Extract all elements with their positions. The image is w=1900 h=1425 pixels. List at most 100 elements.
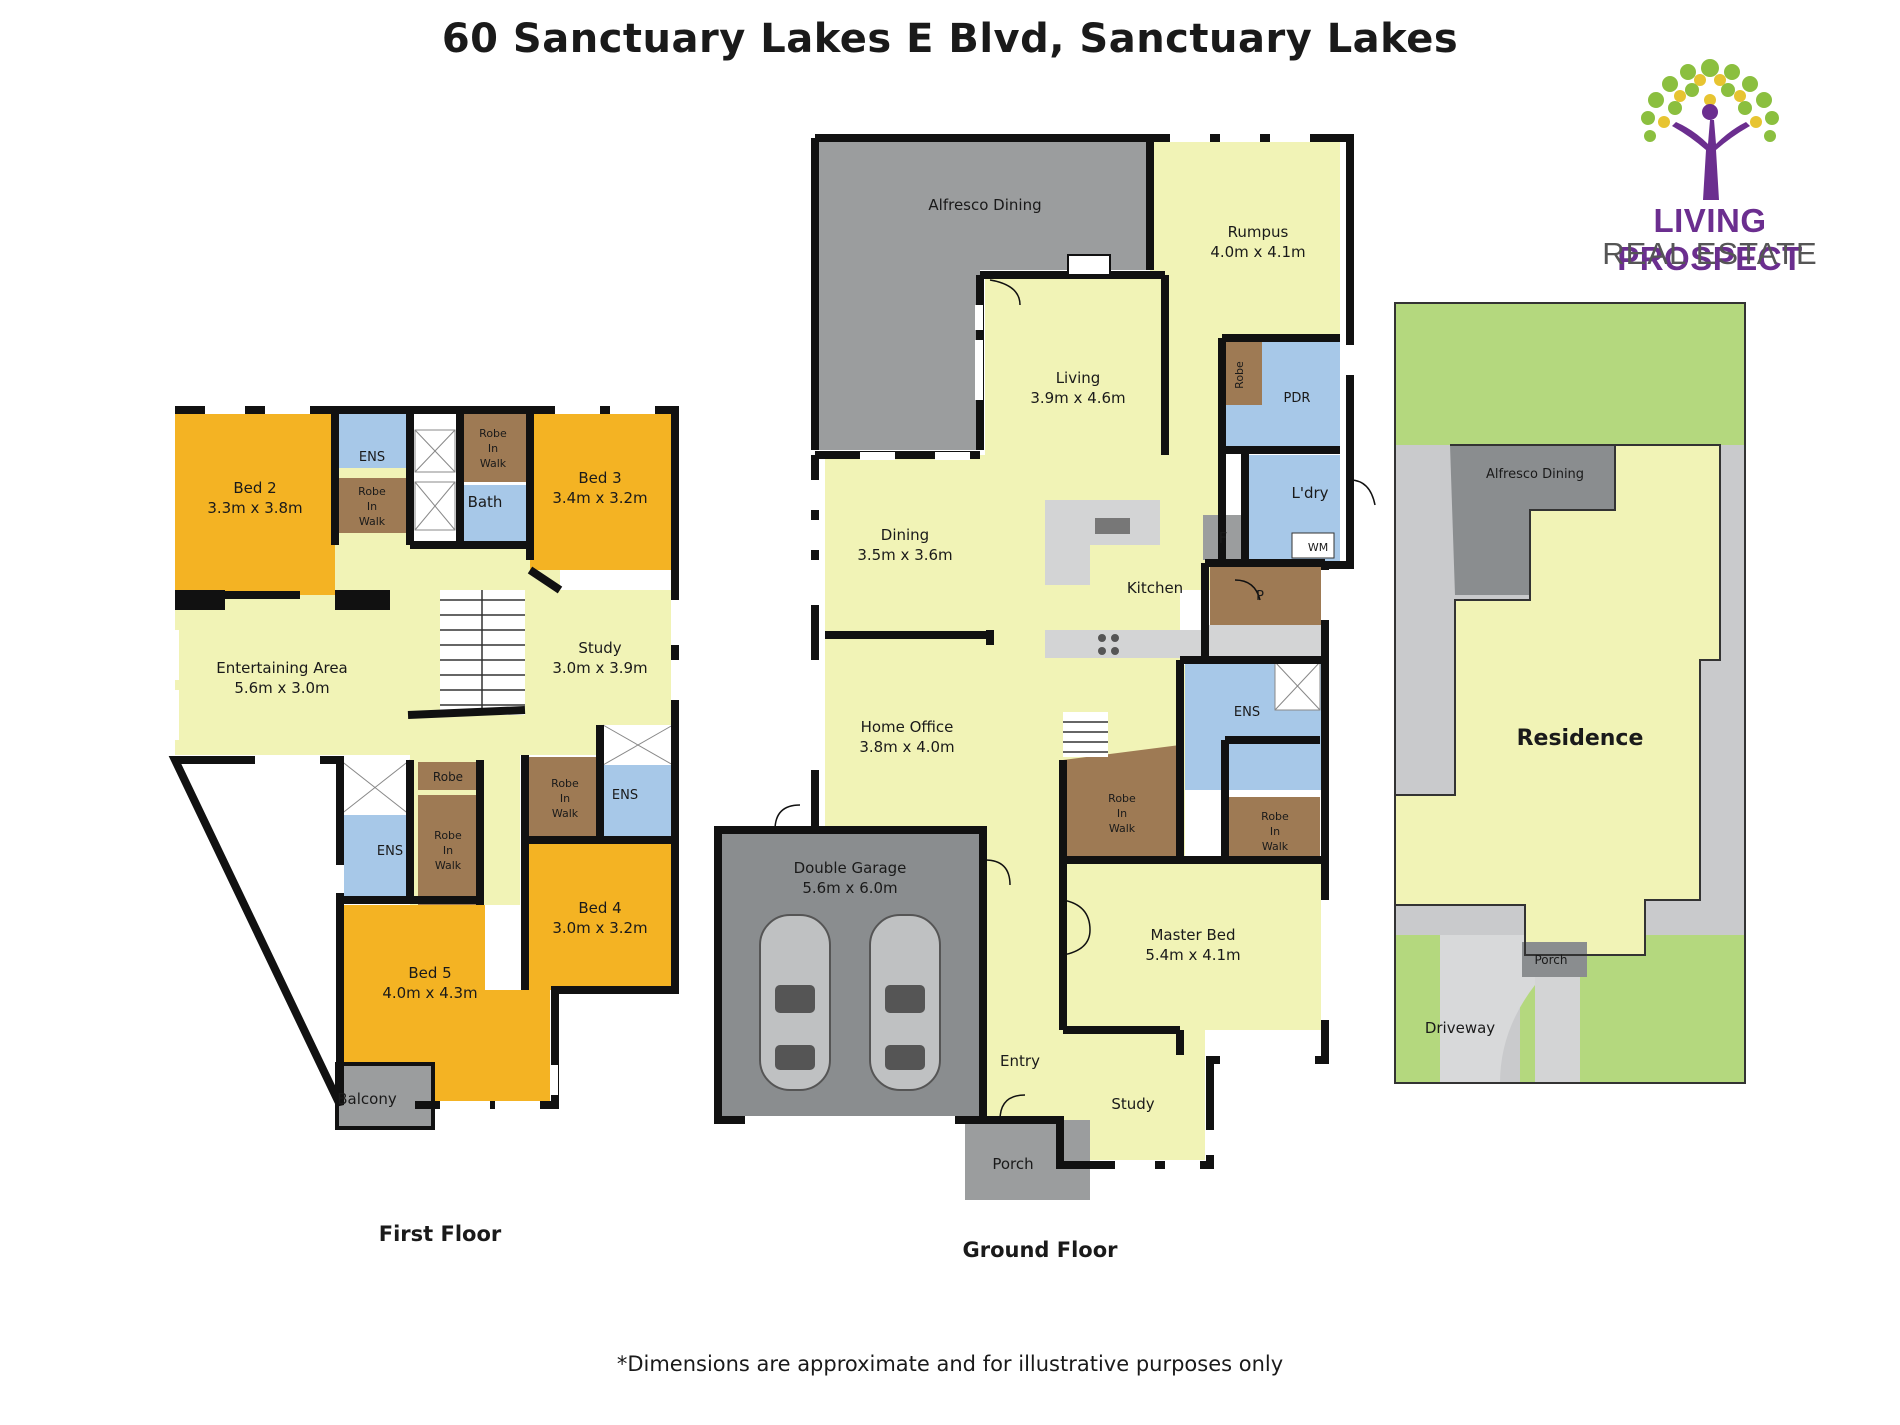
- label-site-driveway: Driveway: [1425, 1019, 1495, 1037]
- label-study-ff-name: Study: [578, 639, 621, 657]
- room-ens-a: [335, 410, 410, 468]
- room-robe-b: [335, 478, 410, 533]
- tree-icon: [1641, 59, 1779, 200]
- label-master-name: Master Bed: [1150, 926, 1235, 944]
- label-bed4-dims: 3.0m x 3.2m: [552, 919, 647, 937]
- label-robe-a-3: Walk: [480, 457, 507, 470]
- label-entry: Entry: [1000, 1052, 1040, 1070]
- room-robe-gf: [1225, 340, 1262, 405]
- room-bed5: [340, 905, 550, 1105]
- room-rumpus: [1150, 140, 1340, 340]
- label-site-residence: Residence: [1517, 726, 1644, 751]
- label-robe-gf-b-3: Walk: [1262, 840, 1289, 853]
- label-dining-name: Dining: [881, 526, 929, 544]
- room-entry: [985, 860, 1060, 1120]
- room-robe-e: [527, 757, 602, 837]
- label-alfresco-gf: Alfresco Dining: [928, 196, 1041, 214]
- label-bath: Bath: [468, 493, 503, 511]
- label-bed3-name: Bed 3: [578, 469, 621, 487]
- label-ens-b: ENS: [377, 844, 403, 859]
- label-ens-a: ENS: [359, 450, 385, 465]
- label-bed3-dims: 3.4m x 3.2m: [552, 489, 647, 507]
- label-robe-gf-a-2: In: [1117, 807, 1127, 820]
- label-dining-dims: 3.5m x 3.6m: [857, 546, 952, 564]
- label-bed5-dims: 4.0m x 4.3m: [382, 984, 477, 1002]
- label-study-gf: Study: [1111, 1095, 1154, 1113]
- label-robe-b-3: Walk: [359, 515, 386, 528]
- label-entertaining-dims: 5.6m x 3.0m: [234, 679, 329, 697]
- label-master-dims: 5.4m x 4.1m: [1145, 946, 1240, 964]
- label-porch-gf: Porch: [992, 1155, 1033, 1173]
- label-pantry: P: [1256, 589, 1264, 604]
- label-robe-e-3: Walk: [552, 807, 579, 820]
- label-home-office-name: Home Office: [861, 718, 954, 736]
- label-laundry: L'dry: [1291, 484, 1328, 502]
- label-site-alfresco: Alfresco Dining: [1486, 467, 1584, 482]
- label-robe-b-1: Robe: [358, 485, 386, 498]
- room-robe-gf-a: [1063, 745, 1180, 860]
- page-title: 60 Sanctuary Lakes E Blvd, Sanctuary Lak…: [441, 16, 1459, 62]
- label-garage-dims: 5.6m x 6.0m: [802, 879, 897, 897]
- label-fridge: F: [1219, 529, 1228, 547]
- site-plan: [1394, 302, 1746, 1084]
- label-rumpus-dims: 4.0m x 4.1m: [1210, 243, 1305, 261]
- label-robe-gf-a-3: Walk: [1109, 822, 1136, 835]
- logo-line-2: REAL ESTATE: [1602, 236, 1818, 271]
- label-robe-gf-a-1: Robe: [1108, 792, 1136, 805]
- room-alfresco: [815, 138, 1150, 450]
- site-porch: [1522, 942, 1587, 977]
- label-robe-b-2: In: [367, 500, 377, 513]
- label-kitchen: Kitchen: [1127, 579, 1183, 597]
- label-pdr: PDR: [1284, 391, 1311, 406]
- label-entertaining-name: Entertaining Area: [216, 659, 348, 677]
- label-living-name: Living: [1056, 369, 1101, 387]
- label-robe-c: Robe: [433, 770, 463, 784]
- label-robe-d-2: In: [443, 844, 453, 857]
- label-bed4-name: Bed 4: [578, 899, 621, 917]
- label-bed5-name: Bed 5: [408, 964, 451, 982]
- label-living-dims: 3.9m x 4.6m: [1030, 389, 1125, 407]
- site-residence: [1395, 445, 1720, 955]
- kitchen-bench: [1045, 630, 1205, 658]
- label-wm: WM: [1308, 541, 1328, 554]
- agency-logo: LIVING PROSPECT REAL ESTATE: [1560, 50, 1860, 280]
- label-bed2-name: Bed 2: [233, 479, 276, 497]
- ground-floor-caption: Ground Floor: [962, 1238, 1118, 1262]
- room-balcony: [335, 1065, 435, 1130]
- label-ens-c: ENS: [612, 788, 638, 803]
- label-robe-gf-b-1: Robe: [1261, 810, 1289, 823]
- label-robe-e-1: Robe: [551, 777, 579, 790]
- label-study-ff-dims: 3.0m x 3.9m: [552, 659, 647, 677]
- room-ens-b: [340, 815, 410, 900]
- label-site-porch: Porch: [1534, 953, 1567, 967]
- room-pantry: [1210, 565, 1322, 625]
- first-floor-caption: First Floor: [378, 1222, 502, 1246]
- label-robe-gf: Robe: [1233, 361, 1246, 389]
- room-bed2: [175, 410, 335, 595]
- label-robe-gf-b-2: In: [1270, 825, 1280, 838]
- room-robe-d: [418, 795, 478, 905]
- disclaimer: *Dimensions are approximate and for illu…: [616, 1352, 1284, 1376]
- room-porch: [965, 1120, 1090, 1200]
- first-floor-plan: [168, 406, 679, 1130]
- room-robe-a: [462, 412, 527, 482]
- room-bed3: [530, 410, 675, 570]
- label-robe-a-1: Robe: [479, 427, 507, 440]
- label-ens-gf: ENS: [1234, 705, 1260, 720]
- label-home-office-dims: 3.8m x 4.0m: [859, 738, 954, 756]
- label-rumpus-name: Rumpus: [1228, 223, 1289, 241]
- logo-line-1: LIVING PROSPECT: [1617, 202, 1803, 277]
- room-ens-c: [603, 765, 675, 840]
- room-bed4: [527, 840, 675, 990]
- label-balcony: Balcony: [337, 1090, 397, 1108]
- label-bed2-dims: 3.3m x 3.8m: [207, 499, 302, 517]
- label-robe-d-1: Robe: [434, 829, 462, 842]
- room-bath: [460, 485, 530, 545]
- label-robe-a-2: In: [488, 442, 498, 455]
- room-master: [1063, 860, 1323, 1030]
- label-robe-d-3: Walk: [435, 859, 462, 872]
- label-garage-name: Double Garage: [794, 859, 907, 877]
- label-robe-e-2: In: [560, 792, 570, 805]
- room-robe-c: [418, 762, 478, 790]
